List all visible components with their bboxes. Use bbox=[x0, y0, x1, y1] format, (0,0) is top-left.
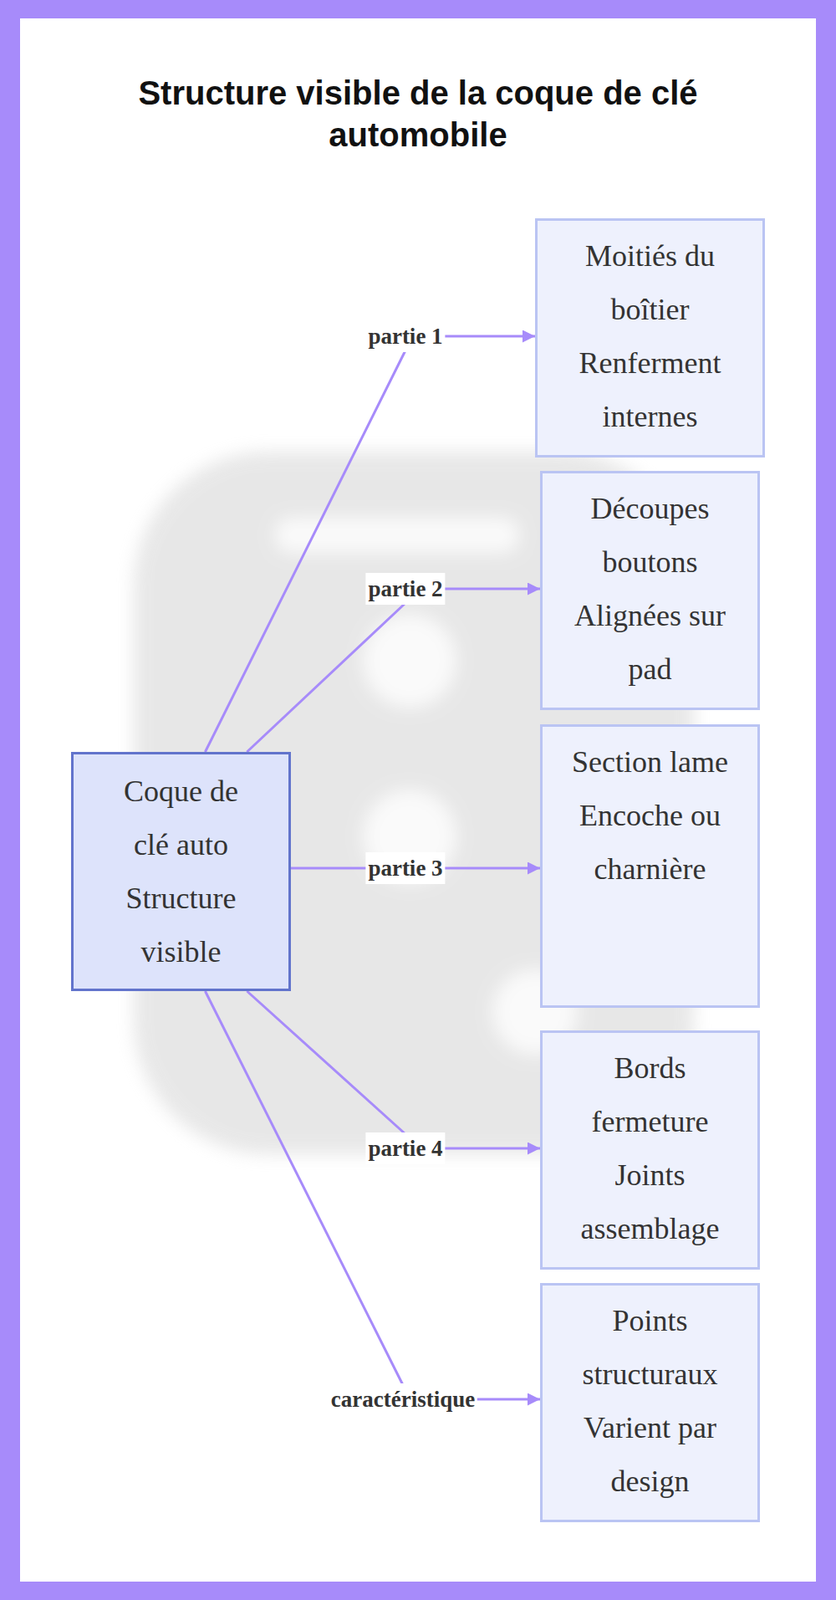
part-box: Points structuraux Varient par design bbox=[540, 1282, 760, 1522]
node-text: Points structuraux Varient par design bbox=[562, 1293, 739, 1508]
node-text: Moitiés du boîtier Renferment internes bbox=[562, 229, 739, 444]
connector-line bbox=[204, 990, 541, 1399]
part-box: Bords fermeture Joints assemblage bbox=[540, 1029, 760, 1270]
edge-label: partie 2 bbox=[365, 572, 445, 605]
part-box: Découpes boutons Alignées sur pad bbox=[540, 470, 760, 710]
frame-ground bbox=[20, 18, 816, 1581]
connector-line bbox=[246, 990, 541, 1148]
edge-label: partie 4 bbox=[365, 1131, 445, 1164]
node-text: Découpes boutons Alignées sur pad bbox=[562, 481, 739, 696]
edge-label: caractéristique bbox=[328, 1382, 478, 1415]
root-box: Coque de clé auto Structure visible bbox=[71, 751, 291, 991]
node-text: Section lame Encoche ou charnière bbox=[562, 734, 739, 896]
part-box: Section lame Encoche ou charnière bbox=[540, 723, 760, 1008]
node-text: Coque de clé auto Structure visible bbox=[107, 764, 255, 979]
diagram-title: Structure visible de la coque de clé aut… bbox=[50, 71, 786, 156]
edge-label: partie 3 bbox=[365, 851, 445, 884]
part-box: Moitiés du boîtier Renferment internes bbox=[535, 218, 765, 458]
node-text: Bords fermeture Joints assemblage bbox=[562, 1040, 739, 1255]
edge-label: partie 1 bbox=[365, 320, 445, 352]
connector-line bbox=[246, 588, 541, 752]
connector-line bbox=[204, 336, 536, 752]
